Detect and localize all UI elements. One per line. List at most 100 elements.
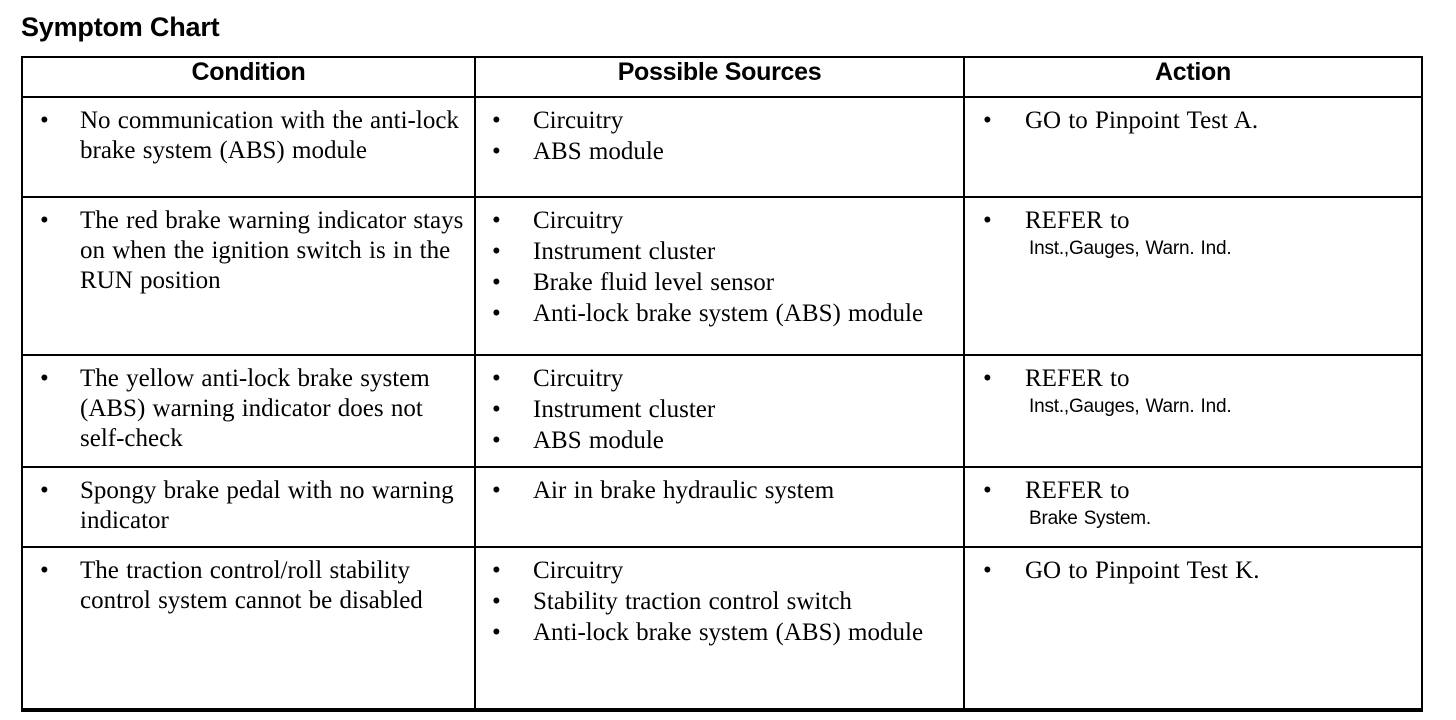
- column-header-action: Action: [963, 56, 1423, 98]
- cell-condition-content: • The traction control/roll stability con…: [23, 548, 474, 626]
- table-row: •The yellow anti-lock brake system (ABS)…: [21, 354, 1423, 468]
- bullet-icon: •: [492, 619, 501, 646]
- cell-possible-sources: •Circuitry•Instrument cluster•Brake flui…: [474, 196, 965, 356]
- cell-condition: • The red brake warning indicator stays o…: [21, 196, 476, 356]
- bullet-item: • The traction control/roll stability con…: [23, 556, 468, 616]
- bullet-item: •Circuitry: [476, 206, 957, 236]
- bullet-item: • Anti-lock brake system (ABS) module: [476, 299, 957, 329]
- bullet-list-sources: • Circuitry • ABS module: [476, 106, 957, 167]
- bullet-icon: •: [40, 107, 49, 134]
- bullet-text: Circuitry: [533, 557, 624, 584]
- symptom-chart-table: Condition Possible Sources Action • No co…: [21, 56, 1423, 712]
- bullet-item: • The red brake warning indicator stays o…: [23, 206, 468, 296]
- cell-action: • REFER to Inst.,Gauges, Warn. Ind.: [963, 354, 1423, 468]
- table-row: • Spongy brake pedal with no warning indi…: [21, 466, 1423, 548]
- bullet-list-action: •GO to Pinpoint Test K.: [965, 556, 1415, 586]
- bullet-item: •Instrument cluster: [476, 237, 957, 267]
- bullet-icon: •: [492, 557, 501, 584]
- bullet-text: Spongy brake pedal with no warning indic…: [80, 477, 454, 534]
- table-row: • The red brake warning indicator stays o…: [21, 196, 1423, 356]
- bullet-item: •GO to Pinpoint Test K.: [965, 556, 1415, 586]
- cell-possible-sources: • Circuitry • Stability traction control sw…: [474, 546, 965, 712]
- bullet-item: •The yellow anti-lock brake system (ABS)…: [23, 364, 468, 454]
- column-header-possible-sources: Possible Sources: [474, 56, 965, 98]
- bullet-icon: •: [492, 300, 501, 327]
- table-row: • No communication with the anti-lock bra…: [21, 96, 1423, 198]
- bullet-list-sources: • Circuitry • Instrument cluster • ABS module: [476, 364, 957, 456]
- bullet-icon: •: [492, 588, 501, 615]
- bullet-list-sources: •Circuitry•Instrument cluster•Brake flui…: [476, 206, 957, 329]
- cell-condition-content: • Spongy brake pedal with no warning indi…: [23, 468, 474, 546]
- bullet-item: • ABS module: [476, 426, 957, 456]
- bullet-list-sources: •Air in brake hydraulic system: [476, 476, 957, 506]
- bullet-text: No communication with the anti-lock brak…: [80, 107, 459, 164]
- bullet-item: • Circuitry: [476, 364, 957, 394]
- table-body: • No communication with the anti-lock bra…: [21, 96, 1423, 712]
- column-header-condition: Condition: [21, 56, 476, 98]
- bullet-list-condition: • The traction control/roll stability con…: [23, 556, 468, 616]
- bullet-list-condition: •The yellow anti-lock brake system (ABS)…: [23, 364, 468, 454]
- bullet-icon: •: [492, 365, 501, 392]
- bullet-list-action: • REFER to Inst.,Gauges, Warn. Ind.: [965, 364, 1415, 420]
- bullet-text: REFER to: [1025, 365, 1130, 392]
- reference-note: Brake System.: [1029, 508, 1151, 529]
- cell-action: •GO to Pinpoint Test K.: [963, 546, 1423, 712]
- cell-possible-sources: • Circuitry • ABS module: [474, 96, 965, 198]
- bullet-icon: •: [40, 207, 49, 234]
- bullet-icon: •: [492, 207, 501, 234]
- bullet-text: REFER to: [1025, 477, 1130, 504]
- bullet-text: ABS module: [533, 427, 664, 454]
- table-header: Condition Possible Sources Action: [21, 56, 1423, 98]
- page-title: Symptom Chart: [21, 12, 220, 42]
- bullet-text: Circuitry: [533, 365, 624, 392]
- bullet-icon: •: [492, 396, 501, 423]
- bullet-text: Brake fluid level sensor: [533, 269, 775, 296]
- bullet-text: Circuitry: [533, 107, 624, 134]
- bullet-text: The traction control/roll stability cont…: [80, 557, 423, 614]
- cell-possible-sources: • Circuitry • Instrument cluster • ABS module: [474, 354, 965, 468]
- reference-note: Inst.,Gauges, Warn. Ind.: [1029, 396, 1232, 417]
- bullet-item: • Stability traction control switch: [476, 587, 957, 617]
- bullet-text: Instrument cluster: [533, 238, 716, 265]
- bullet-list-condition: • The red brake warning indicator stays o…: [23, 206, 468, 296]
- bullet-list-sources: • Circuitry • Stability traction control sw…: [476, 556, 957, 648]
- cell-action-content: •GO to Pinpoint Test A.: [965, 98, 1421, 146]
- cell-possible-sources-content: • Circuitry • Instrument cluster • ABS module: [476, 356, 963, 466]
- bullet-icon: •: [40, 477, 49, 504]
- bullet-icon: •: [492, 138, 501, 165]
- bullet-icon: •: [492, 269, 501, 296]
- cell-condition: • The traction control/roll stability con…: [21, 546, 476, 712]
- bullet-text: The red brake warning indicator stays on…: [80, 207, 464, 294]
- bullet-item: • ABS module: [476, 137, 957, 167]
- bullet-text: Anti-lock brake system (ABS) module: [533, 300, 924, 327]
- bullet-icon: •: [983, 107, 992, 134]
- cell-condition: • Spongy brake pedal with no warning indi…: [21, 466, 476, 548]
- bullet-item: •Air in brake hydraulic system: [476, 476, 957, 506]
- cell-action-content: • REFER to Inst.,Gauges, Warn. Ind.: [965, 356, 1421, 430]
- bullet-item: • Anti-lock brake system (ABS) module: [476, 618, 957, 648]
- bullet-icon: •: [983, 365, 992, 392]
- cell-action: •GO to Pinpoint Test A.: [963, 96, 1423, 198]
- bullet-item: • Circuitry: [476, 106, 957, 136]
- bullet-icon: •: [492, 427, 501, 454]
- cell-condition-content: • No communication with the anti-lock bra…: [23, 98, 474, 176]
- bullet-text: GO to Pinpoint Test K.: [1025, 557, 1260, 584]
- cell-possible-sources-content: •Circuitry•Instrument cluster•Brake flui…: [476, 198, 963, 339]
- bullet-item: • Instrument cluster: [476, 395, 957, 425]
- bullet-icon: •: [492, 477, 501, 504]
- bullet-icon: •: [492, 107, 501, 134]
- bullet-item: • Spongy brake pedal with no warning indi…: [23, 476, 468, 536]
- bullet-text: Stability traction control switch: [533, 588, 852, 615]
- bullet-text: Instrument cluster: [533, 396, 716, 423]
- bullet-text: ABS module: [533, 138, 664, 165]
- table-row: • The traction control/roll stability con…: [21, 546, 1423, 712]
- bullet-icon: •: [40, 557, 49, 584]
- bullet-text: Anti-lock brake system (ABS) module: [533, 619, 924, 646]
